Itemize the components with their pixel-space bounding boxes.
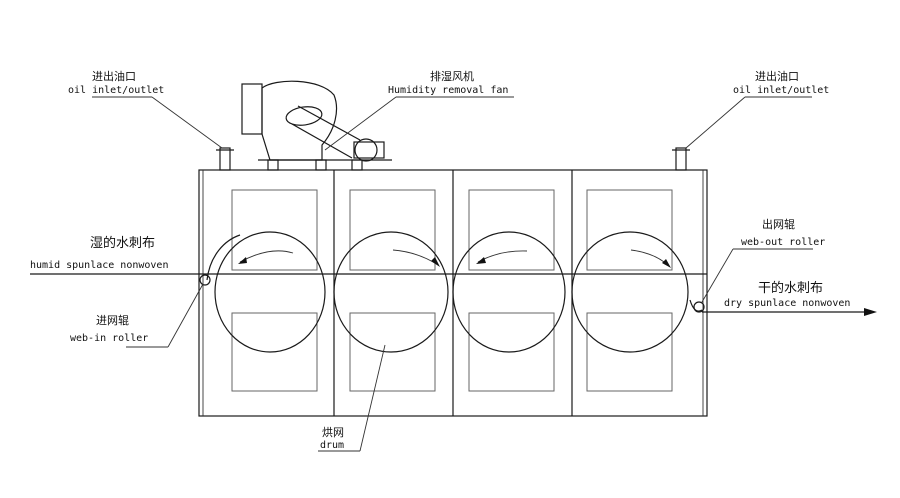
- drum-4: [571, 231, 689, 353]
- dry-en-label: dry spunlace nonwoven: [724, 298, 850, 309]
- oil-right-cn-label: 进出油口: [755, 69, 799, 83]
- web-in-roller: [199, 274, 211, 286]
- fabric-path: [30, 234, 877, 316]
- oil-pipes: [216, 147, 690, 171]
- panel-windows: [231, 189, 673, 392]
- fan-cn-label: 排湿风机: [430, 69, 474, 83]
- web-out-roller: [693, 301, 705, 313]
- humid-cn-label: 湿的水刺布: [90, 235, 155, 251]
- web-out-en-label: web-out roller: [741, 237, 825, 248]
- humid-en-label: humid spunlace nonwoven: [30, 260, 168, 271]
- drum-en-label: drum: [320, 440, 344, 451]
- web-in-en-label: web-in roller: [70, 333, 148, 344]
- web-in-cn-label: 进网辊: [96, 313, 129, 327]
- drum-cn-label: 烘网: [322, 425, 344, 439]
- drum-1: [214, 231, 326, 353]
- oil-left-en-label: oil inlet/outlet: [68, 85, 164, 96]
- dry-cn-label: 干的水刺布: [758, 280, 823, 296]
- drum-2: [333, 231, 449, 353]
- leader-lines: [92, 96, 813, 452]
- oil-right-en-label: oil inlet/outlet: [733, 85, 829, 96]
- rotation-arrows: [238, 249, 671, 268]
- text-labels: 进出油口 oil inlet/outlet 进出油口 oil inlet/out…: [30, 69, 850, 451]
- web-out-cn-label: 出网辊: [762, 217, 795, 231]
- oil-left-cn-label: 进出油口: [92, 69, 136, 83]
- humidity-removal-fan: [241, 80, 392, 171]
- drum-3: [452, 231, 566, 353]
- drums: [214, 231, 689, 353]
- fan-en-label: Humidity removal fan: [388, 85, 508, 96]
